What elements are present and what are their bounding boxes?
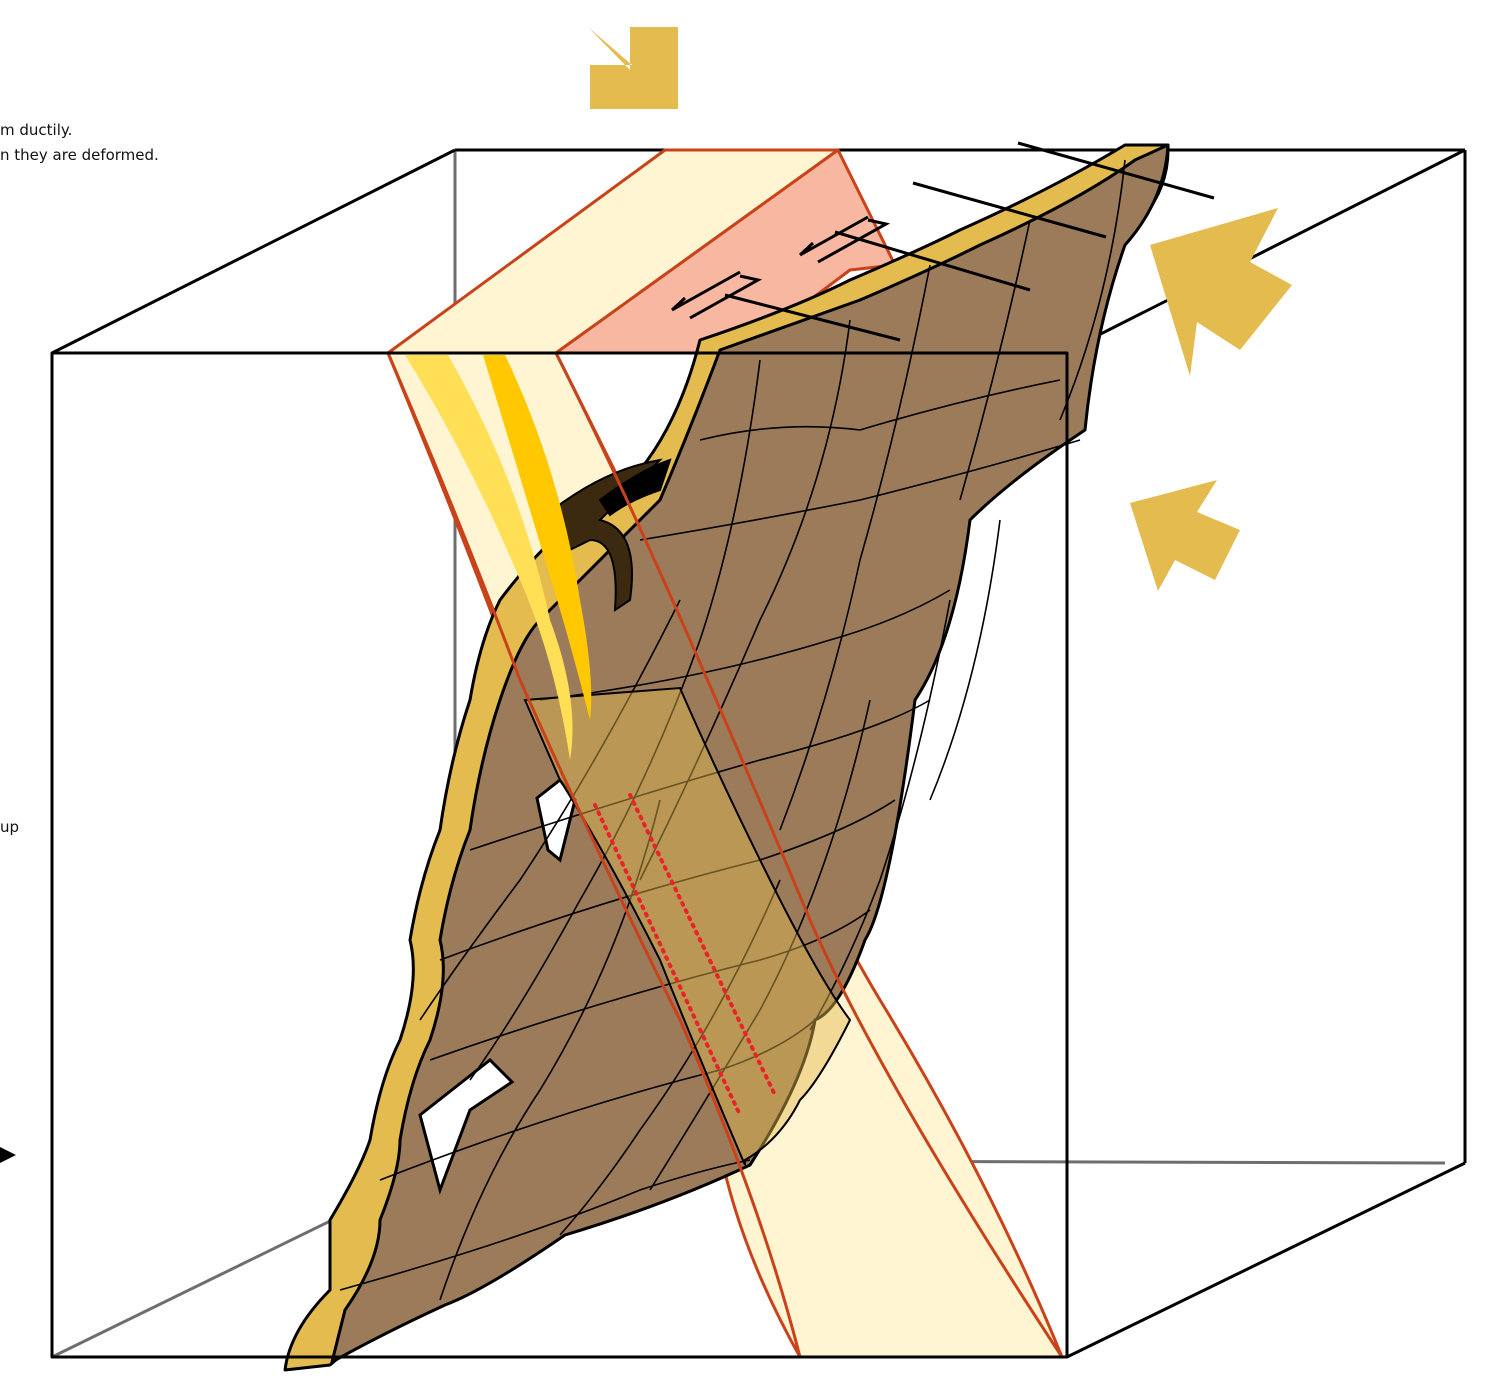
block-front-edges <box>50 150 1467 1359</box>
rock-fabric-lines <box>339 159 1126 1301</box>
caption-line-1: m ductily. <box>0 121 73 139</box>
block-top-face <box>51 148 1466 355</box>
arrow-icon <box>1150 208 1292 376</box>
rock-core <box>330 143 1170 1364</box>
caption-line-3: up <box>0 818 20 836</box>
shear-zone-right-edge <box>554 352 1064 1358</box>
half-arrow-icon <box>670 215 891 320</box>
dark-fold-black <box>598 458 672 517</box>
shear-zone-overlay <box>523 686 852 1166</box>
vein-light <box>405 355 573 760</box>
arrowhead-icon <box>0 1147 16 1163</box>
arrow-icon <box>588 27 678 109</box>
arrow-icon <box>1130 480 1240 591</box>
caption-line-2: n they are deformed. <box>0 146 159 164</box>
dotted-lineations <box>593 793 777 1117</box>
dark-fold <box>538 458 663 612</box>
deformed-rock-body <box>283 143 1170 1372</box>
compression-arrows <box>588 27 1292 591</box>
surface-traces <box>724 141 1215 342</box>
shear-zone-left-edge <box>386 352 802 1358</box>
